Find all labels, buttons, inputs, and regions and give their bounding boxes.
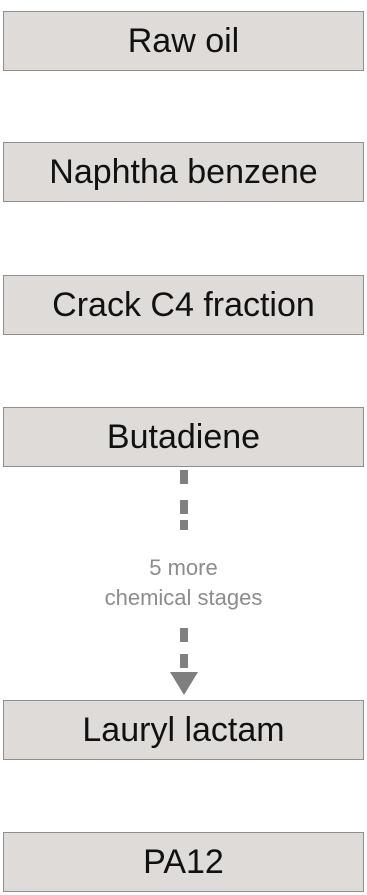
connector-note: 5 more chemical stages — [0, 553, 367, 613]
step-label: Crack C4 fraction — [52, 285, 315, 324]
step-label: Naphtha benzene — [49, 152, 318, 191]
step-label: Lauryl lactam — [82, 710, 285, 749]
step-lauryl-lactam: Lauryl lactam — [3, 700, 364, 760]
step-naphtha-benzene: Naphtha benzene — [3, 142, 364, 202]
connector-note-line2: chemical stages — [104, 585, 263, 610]
step-label: Raw oil — [127, 21, 240, 60]
connector-note-line1: 5 more — [149, 555, 218, 580]
step-butadiene: Butadiene — [3, 407, 364, 467]
step-label: PA12 — [143, 842, 224, 881]
arrowhead-icon — [170, 672, 198, 695]
step-label: Butadiene — [106, 417, 261, 456]
step-raw-oil: Raw oil — [3, 11, 364, 71]
dashed-line-lower — [180, 628, 188, 668]
step-pa12: PA12 — [3, 832, 364, 892]
dashed-line-upper — [180, 470, 188, 530]
step-crack-c4-fraction: Crack C4 fraction — [3, 275, 364, 335]
